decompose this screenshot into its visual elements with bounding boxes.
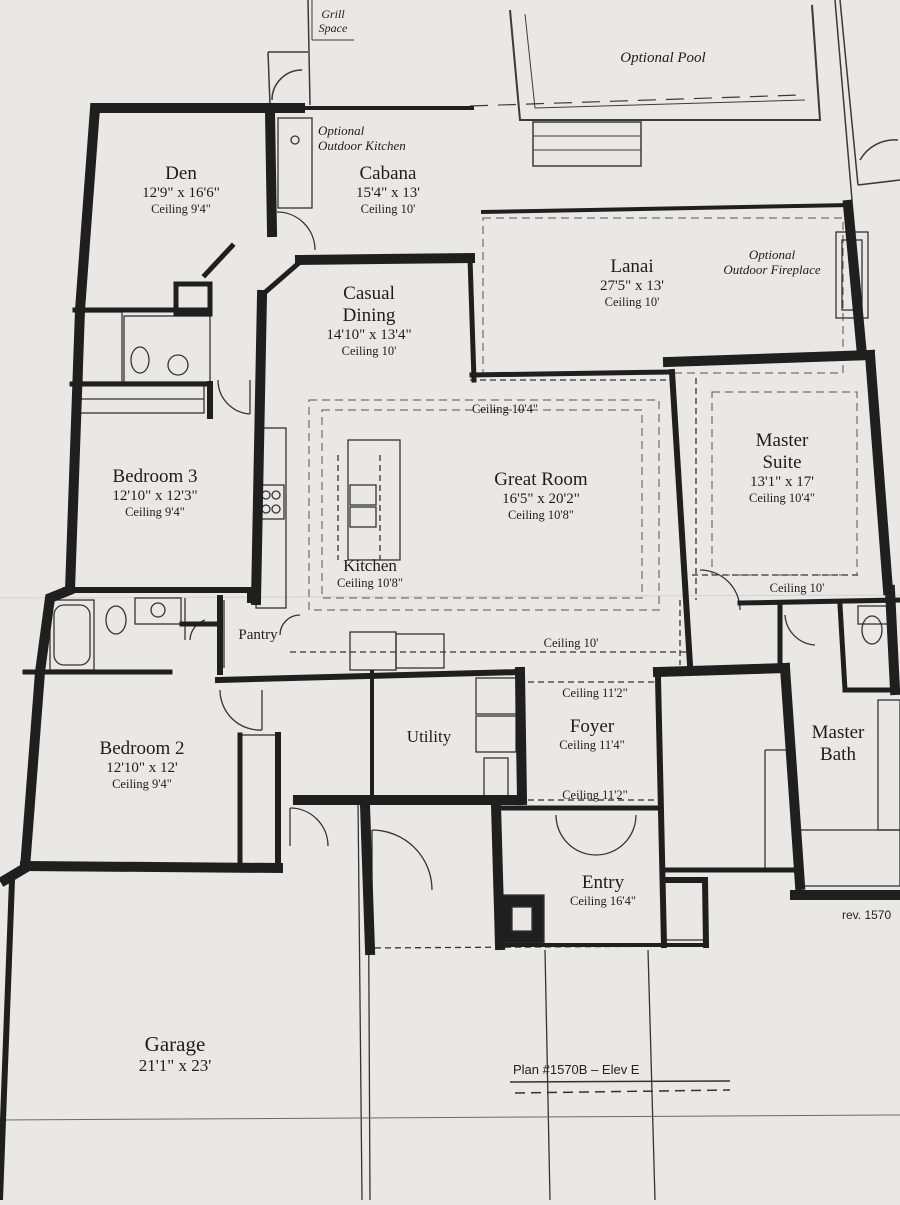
lanai-dims: 27'5" x 13' [599,277,665,294]
revision-label: rev. 1570 [842,908,892,922]
den-name: Den [165,163,197,184]
garage-dims: 21'1" x 23' [138,1056,212,1076]
bedroom3-ceiling: Ceiling 9'4" [125,505,185,520]
den-ceiling: Ceiling 9'4" [151,202,211,217]
bedroom2-name: Bedroom 2 [99,738,185,759]
cabana-ceiling: Ceiling 10' [360,202,416,217]
room-garage: Garage 21'1" x 23' [139,1032,212,1076]
great-room-dims: 16'5" x 20'2" [502,490,580,507]
room-utility: Utility [407,727,451,747]
cabana-dims: 15'4" x 13' [355,184,421,201]
casual-dining-name-2: Dining [342,304,396,326]
den-dims: 12'9" x 16'6" [142,184,220,201]
room-master-suite: Master Suite 13'1" x 17' Ceiling 10'4" [749,430,815,505]
cabana-name: Cabana [359,163,417,184]
room-foyer: Foyer Ceiling 11'4" [559,716,625,752]
grill-label-line2: Space [318,20,348,35]
master-suite-name-2: Suite [762,451,802,473]
room-great-room: Great Room 16'5" x 20'2" Ceiling 10'8" [494,469,587,522]
exterior-lines [834,0,900,201]
master-bath-name-1: Master [811,722,865,743]
room-lanai: Lanai 27'5" x 13' Ceiling 10' [600,256,664,309]
plan-label: Plan #1570B – Elev E [513,1062,640,1077]
casual-dining-name-1: Casual [343,283,395,304]
room-master-bath: Master Bath [812,722,865,766]
casual-dining-ceiling: Ceiling 10' [341,343,397,358]
kitchen-ceiling: Ceiling 10'8" [336,575,404,590]
fireplace-line1: Optional [748,247,796,262]
foyer-ceiling-bottom: Ceiling 11'2" [562,788,628,802]
master-suite-dims: 13'1" x 17' [749,473,815,490]
lanai-name: Lanai [610,256,654,277]
great-room-name: Great Room [494,469,588,490]
master-ceiling-lower: Ceiling 10' [769,581,825,595]
optional-pool-label: Optional Pool [620,50,706,66]
room-bedroom3: Bedroom 3 12'10" x 12'3" Ceiling 9'4" [112,466,197,519]
master-suite-ceiling: Ceiling 10'4" [748,490,816,505]
pantry-name: Pantry [238,627,278,643]
optional-pool [469,4,822,167]
casual-dining-dims: 14'10" x 13'4" [326,326,412,343]
room-kitchen: Kitchen Ceiling 10'8" [337,556,403,590]
master-bath-name-2: Bath [820,743,856,765]
grill-space-label: Grill Space [318,7,348,36]
foyer-ceiling-top: Ceiling 11'2" [562,686,628,700]
entry-ceiling: Ceiling 16'4" [569,893,637,908]
utility-name: Utility [406,727,452,746]
door-swings [189,211,816,891]
bedroom2-ceiling: Ceiling 9'4" [112,777,172,792]
master-suite-name-1: Master [755,430,809,451]
room-casual-dining: Casual Dining 14'10" x 13'4" Ceiling 10' [326,283,411,358]
bedroom3-name: Bedroom 3 [112,466,198,487]
kitchen-name: Kitchen [343,556,397,575]
grill-label-line1: Grill [321,7,345,21]
walls [0,103,900,1204]
grill-space [267,0,354,106]
garage-name: Garage [144,1032,206,1056]
bedroom3-dims: 12'10" x 12'3" [112,487,198,504]
outdoor-kitchen-line1: Optional [318,123,365,138]
foyer-name: Foyer [569,716,615,737]
outdoor-kitchen-label: Optional Outdoor Kitchen [318,123,406,154]
outdoor-kitchen-line2: Outdoor Kitchen [318,137,406,153]
foyer-ceiling: Ceiling 11'4" [559,737,625,752]
room-pantry: Pantry [238,627,277,644]
room-den: Den 12'9" x 16'6" Ceiling 9'4" [142,163,220,216]
great-room-ceiling-outer: Ceiling 10'4" [471,402,539,416]
hall-ceiling: Ceiling 10' [543,636,599,650]
entry-name: Entry [581,872,625,893]
outdoor-fireplace-label: Optional Outdoor Fireplace [723,247,821,278]
bedroom2-dims: 12'10" x 12' [106,759,178,776]
room-cabana: Cabana 15'4" x 13' Ceiling 10' [356,163,420,216]
great-room-ceiling: Ceiling 10'8" [507,508,575,523]
fireplace-line2: Outdoor Fireplace [723,261,821,277]
room-entry: Entry Ceiling 16'4" [570,872,636,908]
lanai-ceiling: Ceiling 10' [604,295,660,310]
room-bedroom2: Bedroom 2 12'10" x 12' Ceiling 9'4" [100,738,185,791]
